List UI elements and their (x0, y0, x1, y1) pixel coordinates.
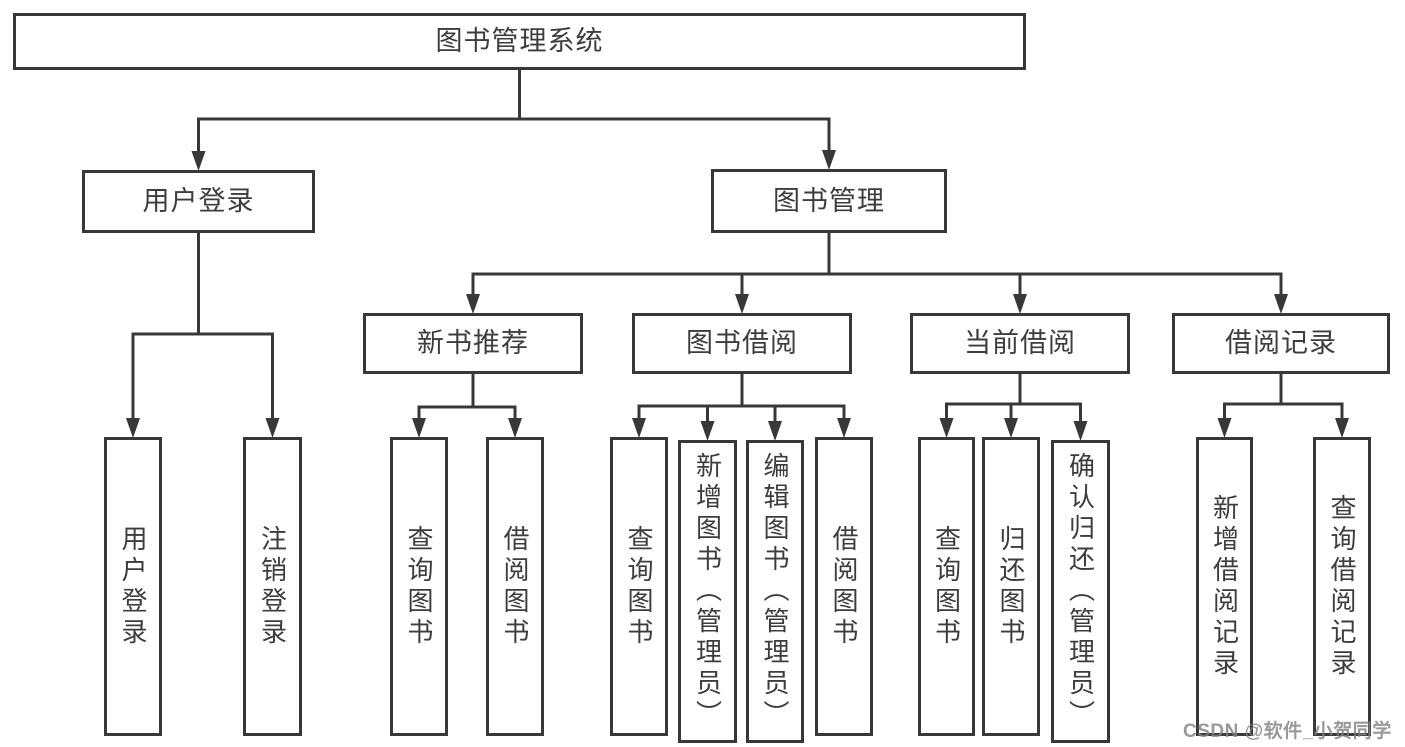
root-box: 图书管理系统 (13, 13, 1026, 70)
leaf-borrow-book-1-label: 借阅图书 (500, 524, 530, 649)
leaf-query-book-2-label: 查询图书 (624, 524, 654, 649)
leaf-query-book-2-box: 查询图书 (610, 437, 668, 736)
leaf-logout-box: 注销登录 (243, 437, 302, 736)
leaf-query-record-label: 查询借阅记录 (1327, 493, 1357, 680)
leaf-return-book-label: 归还图书 (996, 524, 1026, 649)
user-login-label: 用户登录 (142, 186, 255, 216)
leaf-user-login-label: 用户登录 (118, 524, 148, 649)
leaf-query-book-1-box: 查询图书 (390, 437, 448, 736)
book-mgmt-box: 图书管理 (711, 169, 947, 233)
leaf-confirm-return-box: 确认归还（管理员） (1051, 440, 1110, 743)
leaf-edit-book-label: 编辑图书（管理员） (760, 452, 790, 731)
book-borrow-box: 图书借阅 (632, 313, 852, 374)
book-mgmt-label: 图书管理 (773, 185, 885, 216)
current-borrow-label: 当前借阅 (964, 328, 1076, 358)
leaf-add-record-label: 新增借阅记录 (1209, 493, 1240, 680)
leaf-return-book-box: 归还图书 (982, 437, 1040, 736)
leaf-query-book-3-box: 查询图书 (918, 437, 975, 736)
leaf-query-book-3-label: 查询图书 (931, 524, 962, 649)
leaf-add-record-box: 新增借阅记录 (1196, 437, 1253, 736)
root-label: 图书管理系统 (435, 26, 604, 56)
leaf-add-book-box: 新增图书（管理员） (678, 440, 737, 743)
book-borrow-label: 图书借阅 (686, 328, 798, 358)
current-borrow-box: 当前借阅 (910, 313, 1130, 374)
leaf-query-book-1-label: 查询图书 (404, 524, 434, 649)
borrow-records-box: 借阅记录 (1172, 313, 1390, 374)
leaf-edit-book-box: 编辑图书（管理员） (746, 440, 804, 743)
leaf-confirm-return-label: 确认归还（管理员） (1065, 452, 1096, 731)
user-login-box: 用户登录 (82, 170, 315, 233)
leaf-logout-label: 注销登录 (257, 524, 288, 649)
watermark: CSDN @软件_小贺同学 (1183, 721, 1392, 742)
leaf-borrow-book-2-label: 借阅图书 (829, 524, 859, 649)
leaf-user-login-box: 用户登录 (104, 437, 162, 736)
leaf-borrow-book-2-box: 借阅图书 (815, 437, 873, 736)
leaf-add-book-label: 新增图书（管理员） (692, 452, 723, 731)
new-book-rec-box: 新书推荐 (363, 313, 583, 374)
leaf-query-record-box: 查询借阅记录 (1313, 437, 1371, 736)
new-book-rec-label: 新书推荐 (417, 328, 529, 358)
borrow-records-label: 借阅记录 (1225, 328, 1337, 358)
leaf-borrow-book-1-box: 借阅图书 (486, 437, 544, 736)
